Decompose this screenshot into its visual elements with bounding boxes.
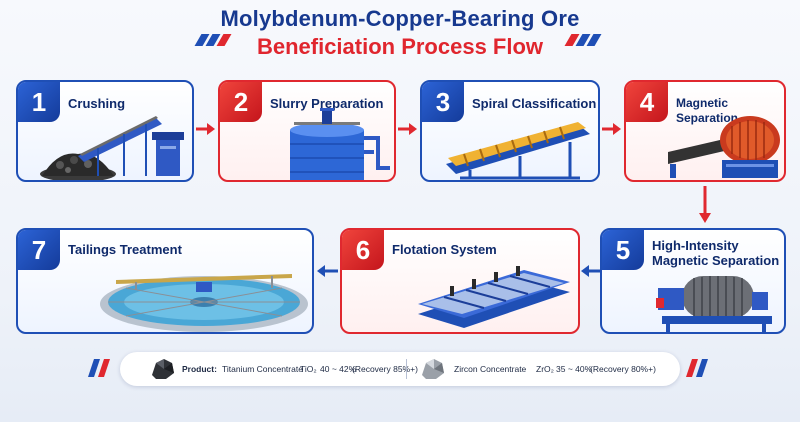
step-5-card: 5 High-Intensity Magnetic Separation xyxy=(600,228,786,334)
step-number: 3 xyxy=(422,82,464,122)
step-1-card: 1 Crushing xyxy=(16,80,194,182)
step-label-line-2: Magnetic Separation xyxy=(652,253,780,268)
step-3-card: 3 Spiral Classification xyxy=(420,80,600,182)
product-1-name: Titanium Concentrate xyxy=(222,364,303,374)
thickener-tank-icon xyxy=(100,274,308,332)
product-2-recovery: (Recovery 80%+) xyxy=(590,364,656,374)
step-label-line-1: High-Intensity xyxy=(652,238,739,253)
arrow-3-to-4 xyxy=(602,123,621,135)
step-label: Tailings Treatment xyxy=(68,242,182,257)
arrow-6-to-7 xyxy=(317,265,338,277)
step-label: Flotation System xyxy=(392,242,497,257)
product-1-recovery: (Recovery 85%+) xyxy=(352,364,418,374)
step-label: Magnetic Separation xyxy=(676,96,739,125)
high-intensity-separator-icon xyxy=(656,276,772,332)
slurry-tank-icon xyxy=(290,108,390,180)
flotation-cells-icon xyxy=(418,266,570,328)
product-label: Product: xyxy=(182,364,217,374)
product-2-formula: ZrO₂ xyxy=(536,364,554,374)
product-divider xyxy=(406,359,407,379)
step-2-card: 2 Slurry Preparation xyxy=(218,80,396,182)
spiral-classifier-icon xyxy=(446,122,590,180)
step-number: 2 xyxy=(220,82,262,122)
step-label: Crushing xyxy=(68,96,126,111)
step-number: 1 xyxy=(18,82,60,122)
step-4-card: 4 Magnetic Separation xyxy=(624,80,786,182)
arrow-5-to-6 xyxy=(581,265,600,277)
step-number: 6 xyxy=(342,230,384,270)
step-label: High-Intensity Magnetic Separation xyxy=(652,238,779,268)
crusher-conveyor-icon xyxy=(40,116,184,180)
title-block: Molybdenum-Copper-Bearing Ore Beneficiat… xyxy=(0,6,800,60)
title-decoration-left xyxy=(194,34,236,46)
product-1-formula: TiO₂ xyxy=(300,364,317,374)
product-2-grade: 35 ~ 40% xyxy=(556,364,593,374)
titanium-concentrate-icon xyxy=(152,359,174,379)
product-bar: Product: Titanium Concentrate TiO₂ 40 ~ … xyxy=(120,352,680,386)
arrow-4-to-5 xyxy=(699,186,711,223)
step-label: Spiral Classification xyxy=(472,96,597,111)
product-1-grade: 40 ~ 42% xyxy=(320,364,357,374)
step-6-card: 6 Flotation System xyxy=(340,228,580,334)
step-7-card: 7 Tailings Treatment xyxy=(16,228,314,334)
magnetic-separator-icon xyxy=(668,116,780,178)
footer-decoration-left xyxy=(88,359,110,377)
step-number: 5 xyxy=(602,230,644,270)
zircon-concentrate-icon xyxy=(422,359,444,379)
footer-decoration-right xyxy=(686,359,708,377)
title-decoration-right xyxy=(564,34,606,46)
step-number: 7 xyxy=(18,230,60,270)
arrow-2-to-3 xyxy=(398,123,417,135)
title-line-1: Molybdenum-Copper-Bearing Ore xyxy=(220,6,580,31)
product-2-name: Zircon Concentrate xyxy=(454,364,527,374)
step-number: 4 xyxy=(626,82,668,122)
step-label: Slurry Preparation xyxy=(270,96,384,111)
title-line-2: Beneficiation Process Flow xyxy=(256,34,544,59)
arrow-1-to-2 xyxy=(196,123,215,135)
